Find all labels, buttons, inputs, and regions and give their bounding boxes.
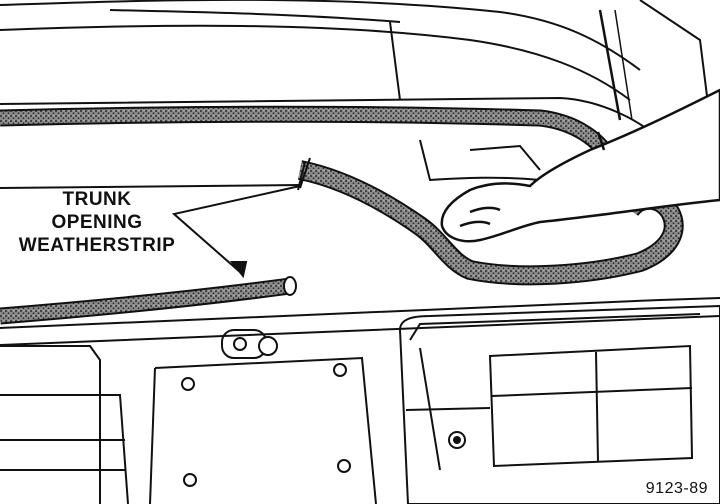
callout-line-3: WEATHERSTRIP bbox=[18, 235, 176, 256]
rear-panel bbox=[0, 329, 377, 504]
callout-label: TRUNK OPENING WEATHERSTRIP bbox=[8, 188, 186, 257]
tail-lamp bbox=[398, 304, 720, 504]
deck-lid bbox=[0, 0, 720, 201]
figure-number: 9123-89 bbox=[645, 480, 708, 497]
technician-hand bbox=[440, 88, 720, 243]
callout-line-1: TRUNK bbox=[62, 189, 132, 210]
weatherstrip-seal bbox=[0, 105, 684, 325]
callout-line-2: OPENING bbox=[51, 212, 143, 233]
callout-leader-line bbox=[171, 185, 301, 279]
